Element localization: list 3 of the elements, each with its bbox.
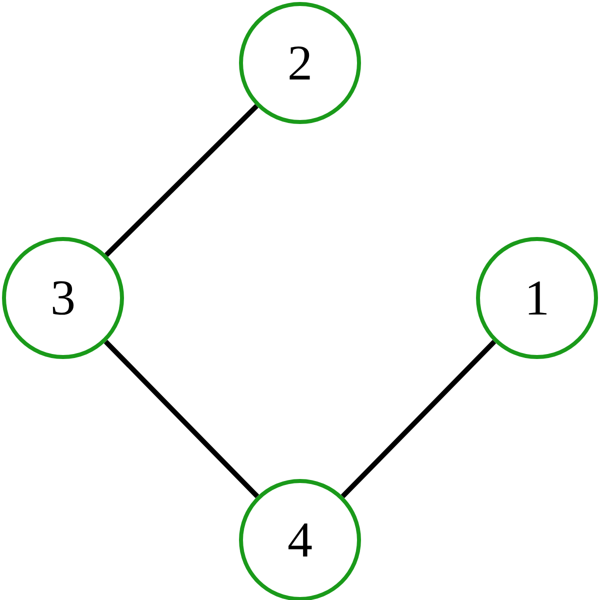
- edge-line: [104, 340, 260, 498]
- edge-line: [104, 104, 258, 257]
- edge-line: [340, 340, 496, 498]
